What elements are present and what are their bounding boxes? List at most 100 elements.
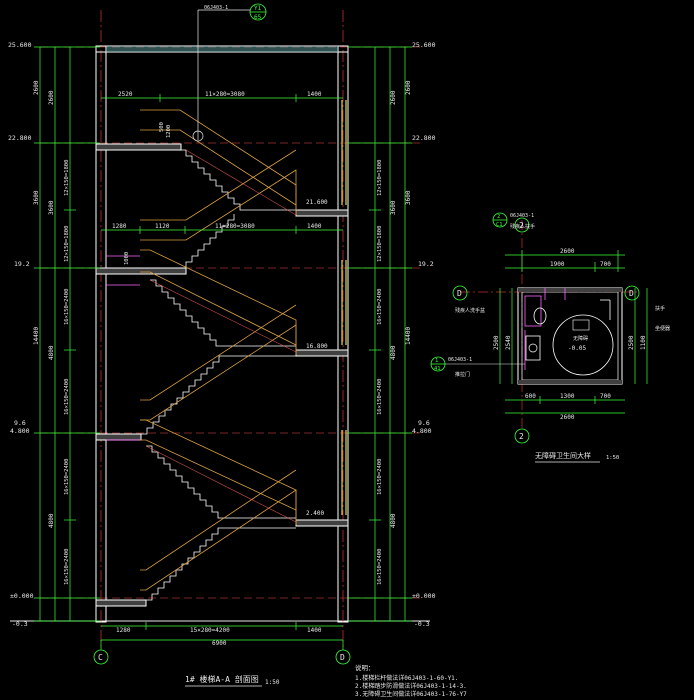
detail-right-dim-0: 2500 xyxy=(628,335,635,350)
detail-scale: 1:50 xyxy=(606,455,619,461)
dim-mid-3: 1400 xyxy=(307,223,322,230)
dim-bottom-2: 1400 xyxy=(307,627,322,634)
dim-left-outer-2: 14400 xyxy=(33,327,40,345)
detail-axis-2-bottom: 2 xyxy=(519,432,524,441)
detail-left-dim-1: 2540 xyxy=(505,335,512,350)
detail-top-dim-1: 1900 xyxy=(550,261,565,268)
dim-left-inner-6: 16×150=2400 xyxy=(64,459,70,495)
note-3: 3.无障碍卫生间做法详06J403-1-76-Y7 xyxy=(355,690,467,698)
section-texts: 25.600 22.800 19.2 9.6 4.800 ±0.000 -0.3… xyxy=(8,41,467,698)
dim-top-1: 11×280=3080 xyxy=(205,91,245,98)
dim-right-inner-1: 3600 xyxy=(390,200,397,215)
note-2: 2.楼梯踏步防滑做法详06J403-1-14-3. xyxy=(355,682,467,690)
dim-bottom-0: 1280 xyxy=(116,627,131,634)
ref-top-sheet: C1 xyxy=(496,222,503,228)
section-title: 1# 楼梯A-A 剖面图 xyxy=(185,674,259,684)
dim-left-inner-2: 12×150=1800 xyxy=(64,160,70,196)
ref-left-sheet: 41 xyxy=(434,366,441,372)
dim-right-inner-6: 16×150=2400 xyxy=(377,459,383,495)
level-left-6: -0.3 xyxy=(12,620,28,628)
dim-right-inner-0: 2600 xyxy=(390,90,397,105)
left-dimension-lines xyxy=(34,46,100,622)
detail-top-dim-2: 700 xyxy=(600,261,611,268)
detail-bottom-dim-1: 1300 xyxy=(560,393,575,400)
detail-label-handrail: 残疾人扶手 xyxy=(510,223,535,230)
detail-label-basin: 残疾人洗手盆 xyxy=(455,307,485,314)
dim-right-inner-5: 16×150=2400 xyxy=(377,379,383,415)
detail-left-dim-0: 2500 xyxy=(493,335,500,350)
slabs xyxy=(95,143,349,607)
notes-heading: 说明： xyxy=(355,663,375,672)
axis-c: C xyxy=(98,653,103,662)
level-left-0: 25.600 xyxy=(8,41,32,49)
dim-right-outer-4: 4800 xyxy=(390,513,397,528)
detail-top-dim-0: 2600 xyxy=(560,248,575,255)
axis-bubbles-section: C D xyxy=(93,640,351,665)
detail-ref-num: Y1 xyxy=(254,5,262,12)
detail-dimension-lines xyxy=(499,250,648,414)
stair-steps xyxy=(141,149,296,601)
detail-ref-bubble: Y1 65 06J403-1 xyxy=(192,3,267,142)
level-lines xyxy=(40,46,420,599)
dim-left-inner-3: 12×150=1800 xyxy=(64,226,70,262)
level-left-4: 4.800 xyxy=(10,427,30,435)
dim-right-inner-4: 16×150=2400 xyxy=(377,289,383,325)
dim-right-inner-7: 16×150=2400 xyxy=(377,549,383,585)
section-scale: 1:50 xyxy=(265,679,280,686)
ref-left-num: 1 xyxy=(435,358,438,364)
level-right-0: 25.600 xyxy=(412,41,436,49)
turning-circle xyxy=(552,314,614,376)
detail-ref-label: 06J403-1 xyxy=(204,5,228,11)
level-inner-2: 2.400 xyxy=(306,510,324,517)
dim-left-outer-1: 3600 xyxy=(33,190,40,205)
dim-right-outer-3: 4800 xyxy=(390,345,397,360)
level-right-3: 9.6 xyxy=(418,419,430,427)
dim-top-2: 1400 xyxy=(307,91,322,98)
detail-bottom-dim-2: 700 xyxy=(600,393,611,400)
dim-left-inner-7: 16×150=2400 xyxy=(64,549,70,585)
detail-level: -0.05 xyxy=(568,345,586,352)
dim-left-inner-5: 16×150=2400 xyxy=(64,379,70,415)
detail-label-right2: 坐便器 xyxy=(655,325,670,332)
ref-top-num: 2 xyxy=(497,214,500,220)
dim-mid-2: 11×280=3080 xyxy=(215,223,255,230)
detail-axis-2-top: 2 xyxy=(519,221,524,230)
horizontal-dimension-lines xyxy=(101,94,343,641)
detail-ref-sheet: 65 xyxy=(254,14,262,21)
detail-axis-d-right: D xyxy=(629,289,634,298)
detail-right-dim-1: 1100 xyxy=(640,335,647,350)
railings xyxy=(140,109,297,591)
windows xyxy=(341,100,347,515)
dim-right-outer-1: 3600 xyxy=(405,190,412,205)
level-right-5: ±0.000 xyxy=(412,592,436,600)
note-1: 1.楼梯栏杆做法详06J403-1-60-Y1. xyxy=(355,674,458,682)
dim-left-inner-4: 16×150=2400 xyxy=(64,289,70,325)
dim-mid-0: 1280 xyxy=(112,223,127,230)
stair-section: Y1 65 06J403-1 xyxy=(10,3,430,665)
level-right-1: 22.800 xyxy=(412,134,436,142)
dim-left-outer-0: 2600 xyxy=(33,80,40,95)
dim-left-outer-3: 4800 xyxy=(48,345,55,360)
dim-right-outer-0: 2600 xyxy=(405,80,412,95)
dim-side-2: 500 xyxy=(159,122,165,132)
ref-left-label: 06J403-1 xyxy=(448,357,472,363)
level-inner-0: 21.600 xyxy=(306,199,328,206)
level-inner-1: 16.800 xyxy=(306,343,328,350)
right-dimension-lines xyxy=(348,46,412,622)
dim-right-inner-2: 12×150=1800 xyxy=(377,160,383,196)
detail-circle-label: 无障碍 xyxy=(573,335,588,342)
ref-top-label: 06J403-1 xyxy=(510,213,534,219)
level-right-4: 4.800 xyxy=(412,427,432,435)
detail-bottom-dim-0: 600 xyxy=(525,393,536,400)
dim-bottom-1: 15×280=4200 xyxy=(190,627,230,634)
dim-side-0: 1200 xyxy=(166,125,172,138)
dim-side-1: 1000 xyxy=(124,252,130,265)
dim-top-0: 2520 xyxy=(118,91,133,98)
level-right-2: 19.2 xyxy=(418,260,434,268)
detail-label-door: 推拉门 xyxy=(455,371,470,378)
dim-right-outer-2: 14400 xyxy=(405,327,412,345)
dim-bottom-total: 6900 xyxy=(212,640,227,647)
detail-axis-d-left: D xyxy=(457,289,462,298)
dim-left-outer-4: 4800 xyxy=(48,513,55,528)
